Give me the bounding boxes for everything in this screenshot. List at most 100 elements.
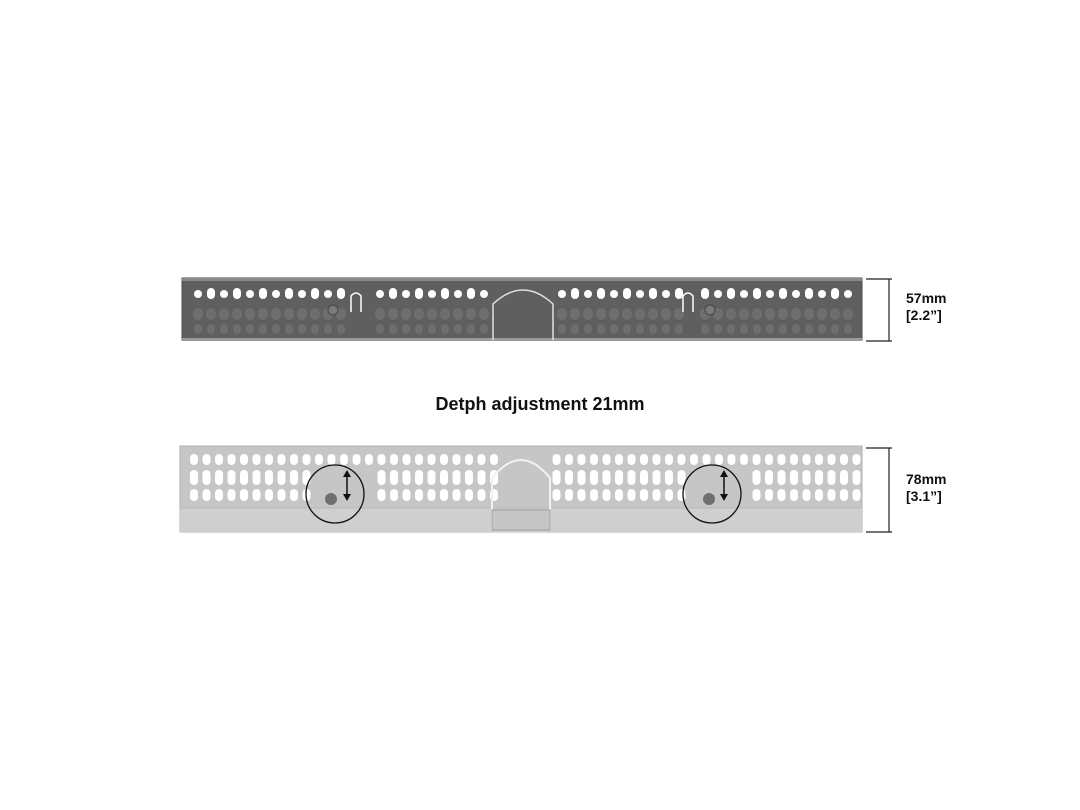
perforation-slot: [702, 454, 711, 465]
perforation-slot: [752, 308, 762, 320]
perforation-slot: [215, 454, 223, 465]
perforation-slot: [207, 324, 215, 334]
perforation-slot: [726, 308, 736, 320]
perforation-slot: [440, 470, 448, 485]
perforation-slot: [701, 324, 709, 334]
perforation-slot: [285, 288, 293, 299]
perforation-slot: [827, 470, 836, 485]
perforation-slot: [815, 454, 823, 465]
perforation-slot: [272, 324, 280, 334]
left-up-arrow: [343, 470, 351, 477]
perforation-slot: [259, 324, 267, 334]
perforation-slot: [765, 308, 775, 320]
perforation-slot: [831, 324, 839, 334]
perforation-slot: [427, 454, 436, 465]
perforation-slot: [388, 308, 398, 320]
perforation-slot: [402, 324, 410, 334]
perforation-slot: [818, 290, 826, 298]
perforation-slot: [840, 489, 848, 501]
perforation-slot: [792, 324, 800, 334]
perforation-slot: [622, 308, 632, 320]
top-bracket-body: [181, 277, 863, 341]
perforation-slot: [466, 308, 476, 320]
top-dimension-metric: 57mm: [906, 290, 947, 306]
perforation-slot: [202, 489, 211, 501]
bottom-center-arch: [491, 459, 551, 530]
perforation-slot: [652, 489, 661, 501]
perforation-slot: [661, 308, 671, 320]
perforation-slot: [740, 454, 748, 465]
perforation-slot: [240, 454, 248, 465]
perforation-slot: [805, 288, 813, 299]
perforation-slot: [245, 308, 255, 320]
perforation-slot: [477, 454, 486, 465]
perforation-slot: [727, 324, 735, 334]
perforation-slot: [190, 470, 198, 485]
perforation-slot: [390, 454, 398, 465]
perforation-slot: [390, 470, 398, 485]
perforation-slot: [376, 324, 384, 334]
perforation-slot: [284, 308, 294, 320]
perforation-slot: [252, 489, 261, 501]
perforation-slot: [805, 324, 813, 334]
perforation-slot: [590, 454, 598, 465]
perforation-slot: [290, 454, 298, 465]
perforation-slot: [552, 454, 561, 465]
perforation-slot: [609, 308, 619, 320]
perforation-slot: [215, 470, 223, 485]
perforation-slot: [311, 324, 319, 334]
perforation-slot: [596, 308, 606, 320]
perforation-slot: [336, 308, 346, 320]
perforation-slot: [402, 290, 410, 298]
perforation-slot: [452, 489, 461, 501]
top-bracket: [181, 277, 863, 341]
perforation-slot: [402, 454, 411, 465]
perforation-slot: [804, 308, 814, 320]
perforation-slot: [665, 489, 673, 501]
perforation-slot: [627, 454, 636, 465]
right-adjustment-detail: [682, 464, 742, 524]
perforation-slot: [577, 470, 586, 485]
perforation-slot: [552, 470, 561, 485]
perforation-slot: [440, 308, 450, 320]
top-right-screw: [704, 304, 716, 316]
perforation-slot: [219, 308, 229, 320]
perforation-slot: [662, 324, 670, 334]
perforation-slot: [777, 470, 786, 485]
perforation-slot: [415, 470, 423, 485]
perforation-slot: [340, 454, 348, 465]
right-adjust-screw: [703, 493, 715, 505]
perforation-slot: [584, 290, 592, 298]
perforation-slot: [194, 290, 202, 298]
perforation-slot: [246, 290, 254, 298]
left-adjust-screw: [325, 493, 337, 505]
perforation-slot: [777, 454, 786, 465]
perforation-slot: [615, 454, 623, 465]
perforation-slot: [202, 454, 211, 465]
perforation-slot: [377, 470, 386, 485]
perforation-slot: [552, 489, 561, 501]
perforation-slot: [454, 290, 462, 298]
perforation-slot: [565, 454, 573, 465]
perforation-slot: [246, 324, 254, 334]
perforation-slot: [427, 470, 436, 485]
perforation-slot: [415, 454, 423, 465]
perforation-slot: [227, 489, 236, 501]
perforation-slot: [852, 454, 861, 465]
perforation-slot: [302, 454, 311, 465]
perforation-slot: [765, 489, 773, 501]
perforation-slot: [790, 454, 798, 465]
perforation-slot: [766, 324, 774, 334]
perforation-slot: [452, 470, 461, 485]
perforation-slot: [714, 290, 722, 298]
perforation-slot: [220, 290, 228, 298]
perforation-slot: [818, 324, 826, 334]
bottom-dimension-label: 78mm [3.1”]: [906, 471, 946, 505]
perforation-slot: [277, 470, 286, 485]
perforation-slot: [258, 308, 268, 320]
perforation-slot: [337, 288, 345, 299]
perforation-slot: [640, 454, 648, 465]
perforation-slot: [701, 288, 709, 299]
perforation-slot: [790, 489, 798, 501]
perforation-slot: [265, 489, 273, 501]
